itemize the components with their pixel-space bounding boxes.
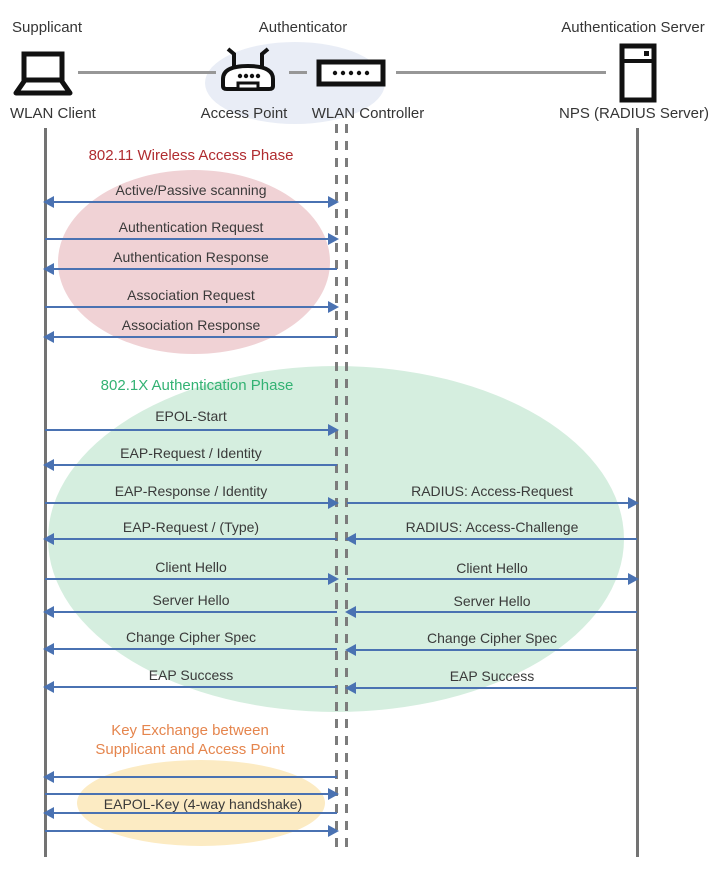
- label-radius-access-challenge: RADIUS: Access-Challenge: [405, 519, 579, 535]
- arrow-association-response: [43, 331, 337, 343]
- lifeline-radius-server: [636, 128, 639, 857]
- arrow-association-request: [45, 301, 339, 313]
- laptop-icon: [8, 50, 76, 98]
- arrow-epol-start: [45, 424, 339, 436]
- wireless-phase-ellipse: [58, 170, 330, 354]
- device-wlan-controller: WLAN Controller: [311, 105, 425, 122]
- arrow-active-passive-scanning: [43, 196, 339, 208]
- label-active-passive-scanning: Active/Passive scanning: [115, 182, 267, 198]
- label-eap-request-identity: EAP-Request / Identity: [120, 445, 262, 461]
- role-authentication-server: Authentication Server: [561, 19, 705, 36]
- label-change-cipher-spec-left: Change Cipher Spec: [126, 629, 256, 645]
- server-icon: [619, 43, 657, 103]
- arrow-client-hello-right: [347, 573, 639, 585]
- connector-ap-controller: [289, 71, 307, 74]
- label-eap-success-left: EAP Success: [148, 667, 234, 683]
- label-radius-access-request: RADIUS: Access-Request: [411, 483, 573, 499]
- arrow-eapol-key-1: [43, 771, 337, 783]
- label-client-hello-left: Client Hello: [155, 559, 227, 575]
- label-eap-success-right: EAP Success: [449, 668, 535, 684]
- dot1x-phase-title: 802.1X Authentication Phase: [100, 377, 294, 394]
- arrow-authentication-response: [43, 263, 337, 275]
- arrow-radius-access-challenge: [345, 533, 637, 545]
- arrow-server-hello-right: [345, 606, 637, 618]
- label-association-request: Association Request: [127, 287, 255, 303]
- arrow-eap-success-left: [43, 681, 337, 693]
- role-supplicant: Supplicant: [12, 19, 83, 36]
- key-exchange-title-line1: Key Exchange between: [111, 722, 269, 739]
- label-epol-start: EPOL-Start: [155, 408, 227, 424]
- arrow-eapol-key-3: [43, 807, 337, 819]
- device-wlan-client: WLAN Client: [10, 105, 96, 122]
- access-point-icon: [216, 46, 280, 94]
- lifeline-wlan-client: [44, 128, 47, 857]
- label-server-hello-left: Server Hello: [152, 592, 230, 608]
- arrow-eap-success-right: [345, 682, 637, 694]
- label-client-hello-right: Client Hello: [456, 560, 528, 576]
- connector-client-ap: [78, 71, 216, 74]
- device-access-point: Access Point: [200, 105, 288, 122]
- key-exchange-title-line2: Supplicant and Access Point: [95, 741, 285, 758]
- arrow-server-hello-left: [43, 606, 337, 618]
- label-change-cipher-spec-right: Change Cipher Spec: [427, 630, 557, 646]
- label-eap-response-identity: EAP-Response / Identity: [114, 483, 268, 499]
- connector-controller-server: [396, 71, 606, 74]
- wireless-phase-title: 802.11 Wireless Access Phase: [88, 147, 294, 164]
- label-authentication-request: Authentication Request: [118, 219, 264, 235]
- label-eap-request-type: EAP-Request / (Type): [122, 519, 260, 535]
- wlan-controller-icon: [316, 59, 386, 87]
- arrow-eap-request-identity: [43, 459, 337, 471]
- arrow-eapol-key-2: [45, 788, 339, 800]
- label-server-hello-right: Server Hello: [453, 593, 531, 609]
- arrow-client-hello-left: [45, 573, 339, 585]
- label-eapol-key-handshake: EAPOL-Key (4-way handshake): [103, 796, 303, 812]
- arrow-eapol-key-4: [45, 825, 339, 837]
- lifeline-controller-dashed-right: [345, 124, 348, 854]
- arrow-change-cipher-spec-right: [345, 644, 637, 656]
- label-authentication-response: Authentication Response: [113, 249, 269, 265]
- arrow-authentication-request: [45, 233, 339, 245]
- arrow-eap-response-identity: [45, 497, 339, 509]
- arrow-change-cipher-spec-left: [43, 643, 337, 655]
- arrow-eap-request-type: [43, 533, 337, 545]
- device-nps-radius-server: NPS (RADIUS Server): [558, 105, 710, 122]
- label-association-response: Association Response: [121, 317, 261, 333]
- lifeline-controller-dashed-left: [335, 124, 338, 854]
- arrow-radius-access-request: [347, 497, 639, 509]
- role-authenticator: Authenticator: [258, 19, 348, 36]
